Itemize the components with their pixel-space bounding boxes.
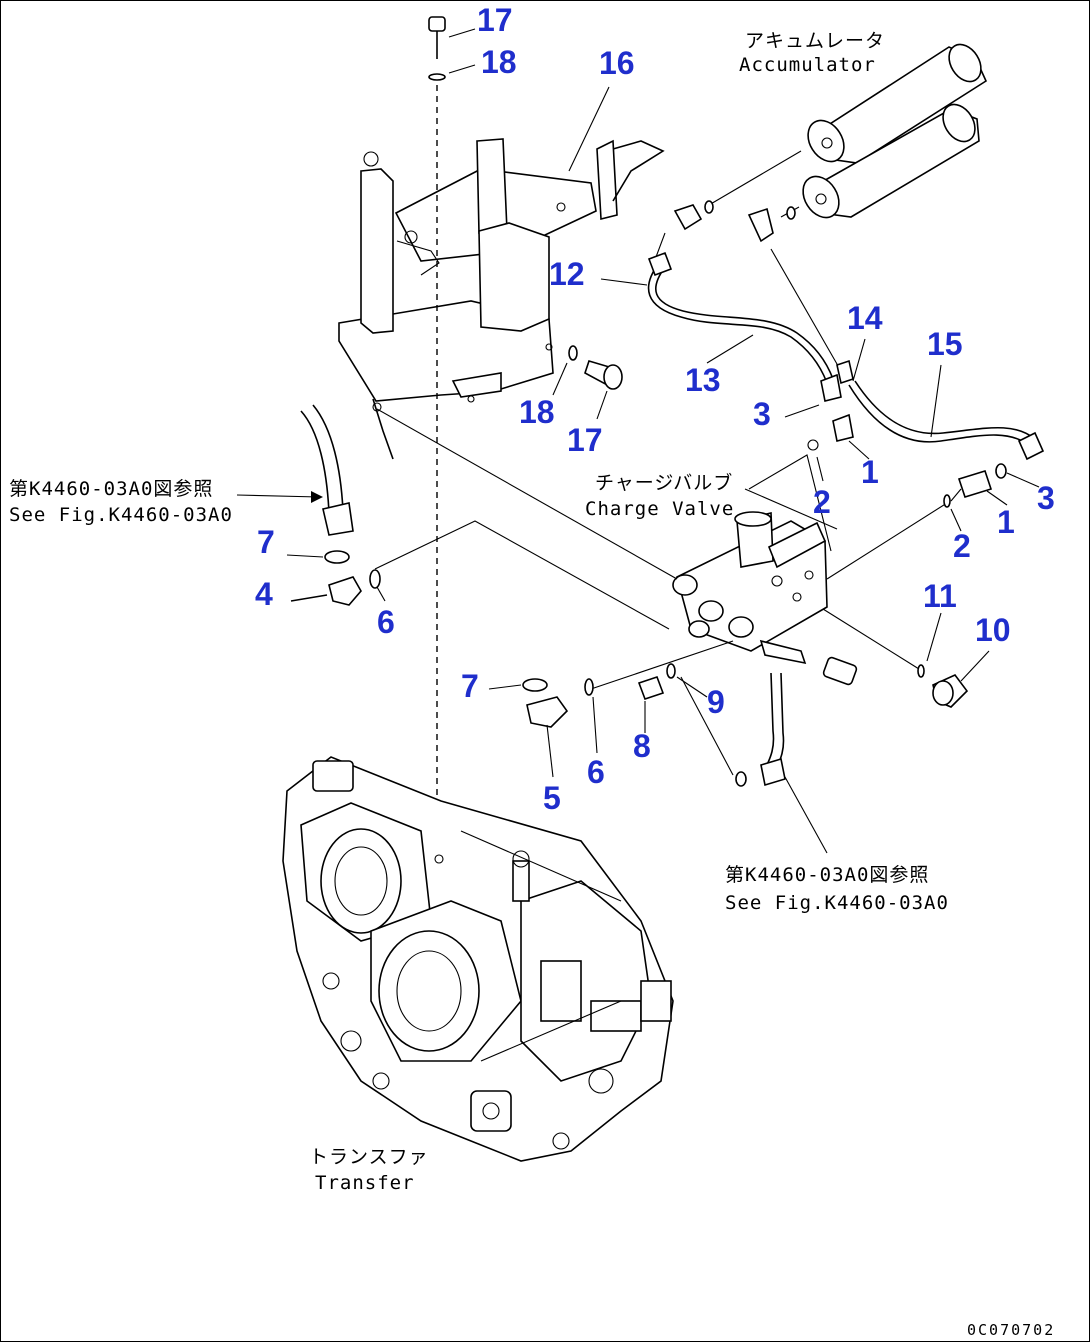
charge-valve	[672, 511, 858, 686]
callout-1: 1	[997, 504, 1015, 540]
bracket-assembly	[338, 138, 665, 460]
callout-17: 17	[477, 2, 513, 38]
callout-2: 2	[953, 528, 971, 564]
fittings-lower	[522, 663, 828, 854]
callout-18: 18	[481, 44, 517, 80]
callout-14: 14	[847, 300, 883, 336]
callout-11: 11	[923, 578, 957, 614]
callout-2: 2	[813, 484, 831, 520]
hoses	[647, 200, 1045, 461]
callout-6: 6	[587, 754, 605, 790]
accumulators	[708, 43, 988, 219]
callout-leaders	[236, 28, 1040, 778]
callout-7: 7	[461, 668, 479, 704]
callout-4: 4	[255, 576, 273, 612]
reference-left-jp: 第K4460-03A0図参照	[9, 478, 213, 500]
callout-12: 12	[549, 256, 585, 292]
callout-3: 3	[1037, 480, 1055, 516]
callout-5: 5	[543, 780, 561, 816]
reference-left-en: See Fig.K4460-03A0	[9, 504, 233, 526]
reference-right-en: See Fig.K4460-03A0	[725, 892, 949, 914]
transfer-label-jp: トランスファ	[309, 1146, 429, 1168]
transfer-case	[282, 756, 674, 1162]
callout-6: 6	[377, 604, 395, 640]
fittings-right	[917, 463, 1007, 708]
accumulator-label-jp: アキュムレータ	[745, 30, 885, 52]
bolt-17-side	[568, 345, 623, 390]
callout-7: 7	[257, 524, 275, 560]
callout-8: 8	[633, 728, 651, 764]
callout-17: 17	[567, 422, 603, 458]
callout-10: 10	[975, 612, 1011, 648]
charge-valve-label-jp: チャージバルブ	[595, 471, 733, 494]
reference-right-jp: 第K4460-03A0図参照	[725, 864, 929, 886]
accumulator-label-en: Accumulator	[739, 54, 876, 76]
text-notes: アキュムレータ Accumulator チャージバルブ Charge Valve…	[9, 30, 1055, 1339]
callout-9: 9	[707, 684, 725, 720]
drawing-code: 0C070702	[967, 1321, 1055, 1339]
callout-1: 1	[861, 454, 879, 490]
guide-lines	[374, 408, 962, 776]
bolt-17-top	[428, 16, 446, 841]
callout-15: 15	[927, 326, 963, 362]
callout-16: 16	[599, 45, 635, 81]
callout-18: 18	[519, 394, 555, 430]
callout-3: 3	[753, 396, 771, 432]
transfer-label-en: Transfer	[315, 1172, 415, 1194]
charge-valve-label-en: Charge Valve	[585, 498, 734, 520]
callout-13: 13	[685, 362, 721, 398]
fittings-left	[290, 404, 381, 606]
callout-labels: 17 18 16 12 14 15 13 3 18 17 1 2 3 1 2 7…	[255, 2, 1055, 816]
